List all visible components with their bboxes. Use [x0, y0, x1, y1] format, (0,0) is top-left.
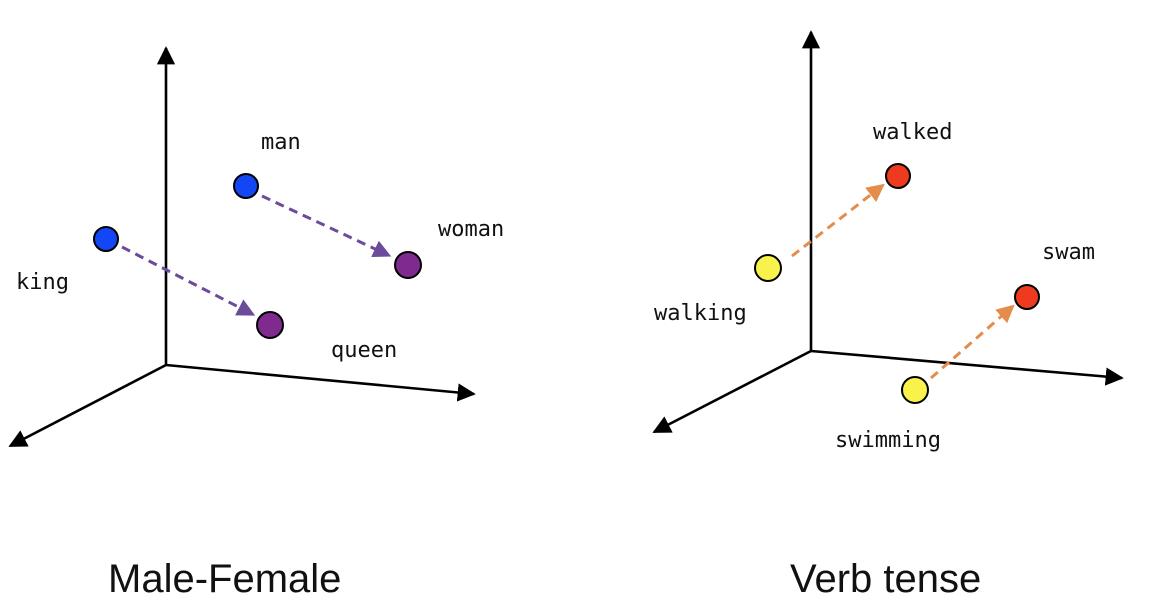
point-king	[93, 226, 119, 252]
panel-verb-tense: walked walking swam swimming Verb tense	[652, 30, 1124, 600]
panel-caption: Verb tense	[790, 557, 981, 600]
point-queen	[256, 311, 284, 339]
relation-arrow-man-woman	[261, 194, 392, 258]
point-walking	[754, 254, 782, 282]
label-swam: swam	[1042, 240, 1095, 265]
panel-male-female: man woman king queen Male-Female	[8, 46, 504, 600]
label-king: king	[16, 270, 69, 295]
relation-arrow-king-queen	[121, 245, 256, 316]
label-queen: queen	[331, 338, 397, 363]
label-walked: walked	[873, 120, 952, 145]
point-swimming	[901, 376, 929, 404]
point-man	[233, 173, 259, 199]
point-swam	[1014, 284, 1040, 310]
x-axis	[165, 363, 476, 402]
z-axis	[8, 363, 167, 448]
label-man: man	[261, 130, 301, 155]
relation-arrow-swimming-swam	[930, 304, 1015, 380]
x-axis	[810, 349, 1124, 386]
z-axis	[652, 349, 812, 434]
panel-caption: Male-Female	[108, 557, 341, 600]
label-walking: walking	[654, 301, 747, 326]
point-woman	[394, 251, 422, 279]
axes	[652, 30, 1124, 434]
axes	[8, 46, 476, 448]
relation-arrow-walking-walked	[791, 183, 885, 258]
point-walked	[885, 163, 911, 189]
label-swimming: swimming	[835, 428, 941, 453]
label-woman: woman	[438, 217, 504, 242]
